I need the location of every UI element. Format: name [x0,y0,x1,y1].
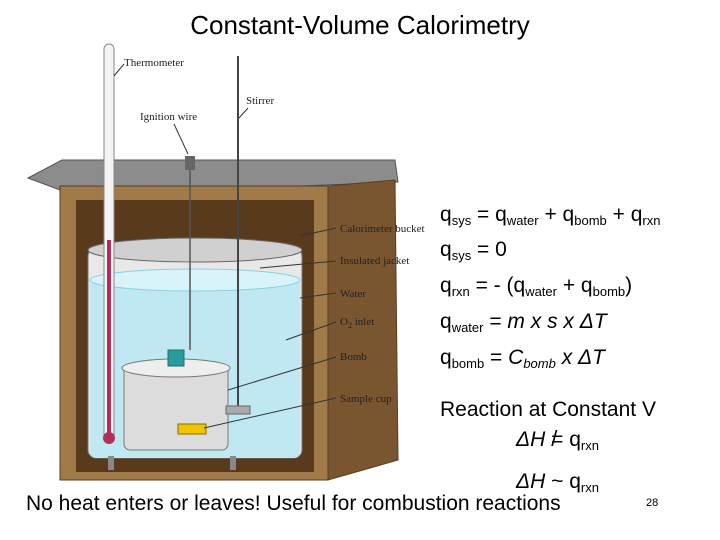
label-insulated-jacket: Insulated jacket [340,255,409,267]
footer-note: No heat enters or leaves! Useful for com… [26,492,561,515]
leader-line [285,321,337,341]
leader-line [113,63,125,77]
equation-qrxn: qrxn = - (qwater + qbomb) [440,274,633,299]
leader-line [203,397,337,429]
label-bomb: Bomb [340,351,367,363]
leader-line [299,292,337,299]
jacket-side [327,179,399,481]
leader-line [173,123,189,155]
leader-line [299,227,337,237]
leader-line [227,356,337,391]
thermometer-bulb [103,432,115,444]
thermometer-fluid [107,240,111,436]
sample-cup [177,423,207,435]
reaction-not-equal-line: ΔH = q/rxn [516,426,599,453]
reaction-approx-line: ΔH ~ qrxn [516,470,599,495]
label-ignition-wire: Ignition wire [140,111,197,123]
label-water: Water [340,288,366,300]
equation-qsys-zero: qsys = 0 [440,238,507,263]
label-calorimeter-bucket: Calorimeter bucket [340,223,425,235]
bomb [123,365,229,451]
equation-qbomb: qbomb = Cbomb x ΔT [440,346,605,371]
bucket-rim [87,237,303,263]
leader-line [259,260,337,269]
label-stirrer: Stirrer [246,95,274,107]
stirrer-blade [225,405,251,415]
equation-qsys: qsys = qwater + qbomb + qrxn [440,203,661,228]
label-o2-inlet: O2 inlet [340,316,374,330]
label-sample-cup: Sample cup [340,393,392,405]
leader-line [238,107,249,119]
bucket-leg [230,456,236,470]
bomb-valve [167,349,185,367]
reaction-heading: Reaction at Constant V [440,398,656,421]
ignition-wire-plug [185,156,195,170]
slide-number: 28 [646,497,659,509]
page-title: Constant-Volume Calorimetry [190,10,530,40]
label-thermometer: Thermometer [124,57,184,69]
water-surface [89,268,301,292]
bucket-leg [108,456,114,470]
equation-qwater: qwater = m x s x ΔT [440,310,607,335]
